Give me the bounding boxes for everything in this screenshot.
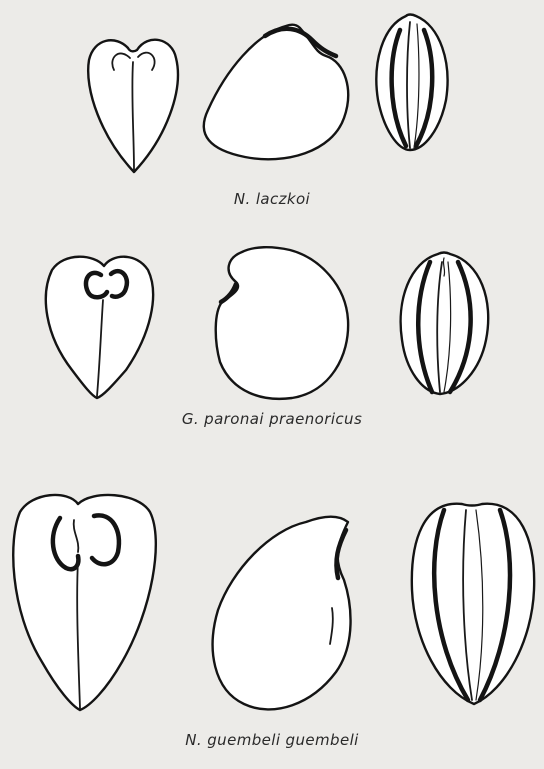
caption-n-laczkoi: N. laczkoi (0, 190, 544, 208)
row2-specimen-side-view (216, 247, 348, 399)
row3-specimen-side-view (213, 517, 351, 710)
row1-specimen-dorsal-view (376, 15, 447, 151)
caption-n-guembeli-guembeli: N. guembeli guembeli (0, 731, 544, 749)
row3-specimen-dorsal-view (412, 504, 534, 704)
caption-g-paronai-praenoricus: G. paronai praenoricus (0, 410, 544, 428)
row3-specimen-front-view (13, 495, 156, 710)
row1-specimen-front-view (88, 40, 178, 172)
row2-specimen-dorsal-view (401, 253, 489, 395)
row2-specimen-front-view (46, 257, 153, 398)
row1-specimen-side-view (204, 25, 348, 160)
